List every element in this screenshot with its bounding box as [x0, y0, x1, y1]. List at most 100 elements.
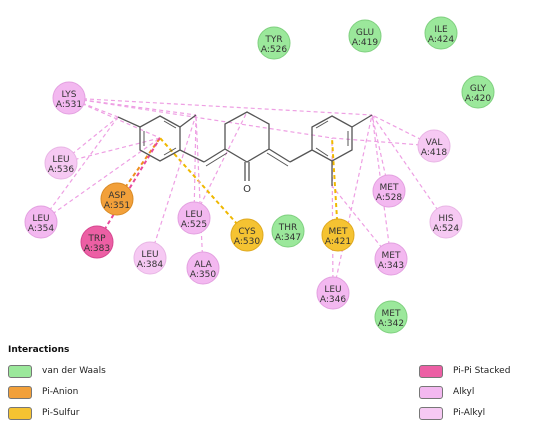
legend-item-alkyl: Alkyl: [419, 384, 474, 400]
residue-name: GLU: [356, 28, 374, 38]
residue-number: A:383: [84, 244, 110, 254]
residue-name: HIS: [438, 214, 453, 224]
residue-number: A:524: [433, 224, 459, 234]
residue-number: A:343: [378, 261, 404, 271]
vinyl-double-bond: [268, 148, 291, 163]
ring-inner-bond: [163, 147, 177, 156]
residue-number: A:525: [181, 220, 207, 230]
legend-label-pi-sulfur: Pi-Sulfur: [42, 408, 80, 418]
residue-number: A:531: [56, 100, 82, 110]
ring-inner-bond: [315, 120, 329, 129]
legend-item-pi-anion: Pi-Anion: [8, 384, 78, 400]
interaction-line-lys531: [68, 97, 373, 116]
legend-swatch-pi-anion: [8, 385, 32, 399]
residue-circle: [44, 146, 78, 180]
legend-label-vdw: van der Waals: [42, 366, 106, 376]
residue-name: THR: [278, 223, 298, 233]
vinyl-bond: [289, 149, 313, 163]
vinyl-double-bond: [203, 148, 226, 163]
residue-number: A:350: [190, 270, 216, 280]
residue-number: A:421: [325, 237, 351, 247]
residue-circle: [424, 16, 458, 50]
interaction-diagram: O TYRA:526GLUA:419ILEA:424GLYA:420LYSA:5…: [24, 16, 495, 334]
residue-number: A:347: [275, 233, 301, 243]
interaction-line-leu346: [332, 114, 373, 294]
interaction-line-leu525: [193, 114, 197, 219]
ring-inner-bond: [315, 147, 329, 157]
residue-circle: [417, 129, 451, 163]
legend-swatch-pi-pi-stacked: [419, 364, 443, 378]
interaction-line-leu354: [40, 116, 119, 223]
legend-item-pi-sulfur: Pi-Sulfur: [8, 405, 79, 421]
residue-circle: [100, 182, 134, 216]
interaction-line-val418: [331, 137, 435, 147]
residue-name: LEU: [32, 214, 49, 224]
residue-number: A:424: [428, 35, 454, 45]
residue-circle: [429, 205, 463, 239]
residue-circle: [374, 242, 408, 276]
interaction-line-leu354: [40, 137, 161, 223]
cyclohexanone-ring: [224, 111, 270, 163]
residue-circle: [186, 251, 220, 285]
residue-name: GLY: [470, 84, 487, 94]
residue-circle: [24, 205, 58, 239]
residue-circle: [271, 214, 305, 248]
vinyl-bond: [179, 149, 205, 163]
interaction-line-leu536: [60, 116, 119, 164]
residue-number: A:526: [261, 45, 287, 55]
residue-circle: [321, 218, 355, 252]
residue-number: A:536: [48, 165, 74, 175]
residue-name: MET: [380, 183, 399, 193]
legend-label-pi-anion: Pi-Anion: [42, 387, 79, 397]
residue-name: ALA: [194, 260, 212, 270]
residue-circle: [257, 26, 291, 60]
residue-circle: [133, 241, 167, 275]
legend-swatch-vdw: [8, 364, 32, 378]
methyl-bond: [179, 114, 197, 128]
residue-circle: [461, 75, 495, 109]
residue-name: TRP: [87, 234, 106, 244]
interaction-line-cys530: [159, 137, 248, 236]
legend-item-vdw: van der Waals: [8, 363, 106, 379]
residue-name: LEU: [52, 155, 69, 165]
methyl-bond: [117, 116, 141, 128]
residue-name: MET: [382, 309, 401, 319]
ligand-structure: O: [117, 111, 373, 195]
legend-item-pi-alkyl: Pi-Alkyl: [419, 405, 485, 421]
interaction-line-leu384: [149, 114, 197, 259]
residue-name: LYS: [61, 90, 76, 100]
interaction-line-lys531: [68, 97, 161, 139]
legend-swatch-pi-alkyl: [419, 406, 443, 420]
residue-circle: [52, 81, 86, 115]
carbonyl-oxygen-label: O: [243, 184, 251, 195]
residue-name: CYS: [238, 227, 256, 237]
interaction-line-lys531: [68, 97, 197, 116]
interaction-line-his524: [371, 114, 447, 223]
residue-circle: [80, 225, 114, 259]
legend-title: Interactions: [8, 345, 70, 355]
residue-name: MET: [329, 227, 348, 237]
legend-label-alkyl: Alkyl: [453, 387, 475, 397]
residue-name: VAL: [426, 138, 443, 148]
interaction-line-ala350: [195, 114, 204, 269]
interaction-line-met528: [371, 114, 390, 192]
residue-name: ASP: [108, 191, 126, 201]
residue-number: A:420: [465, 94, 491, 104]
residue-name: LEU: [141, 250, 158, 260]
interaction-line-val418: [371, 114, 435, 147]
